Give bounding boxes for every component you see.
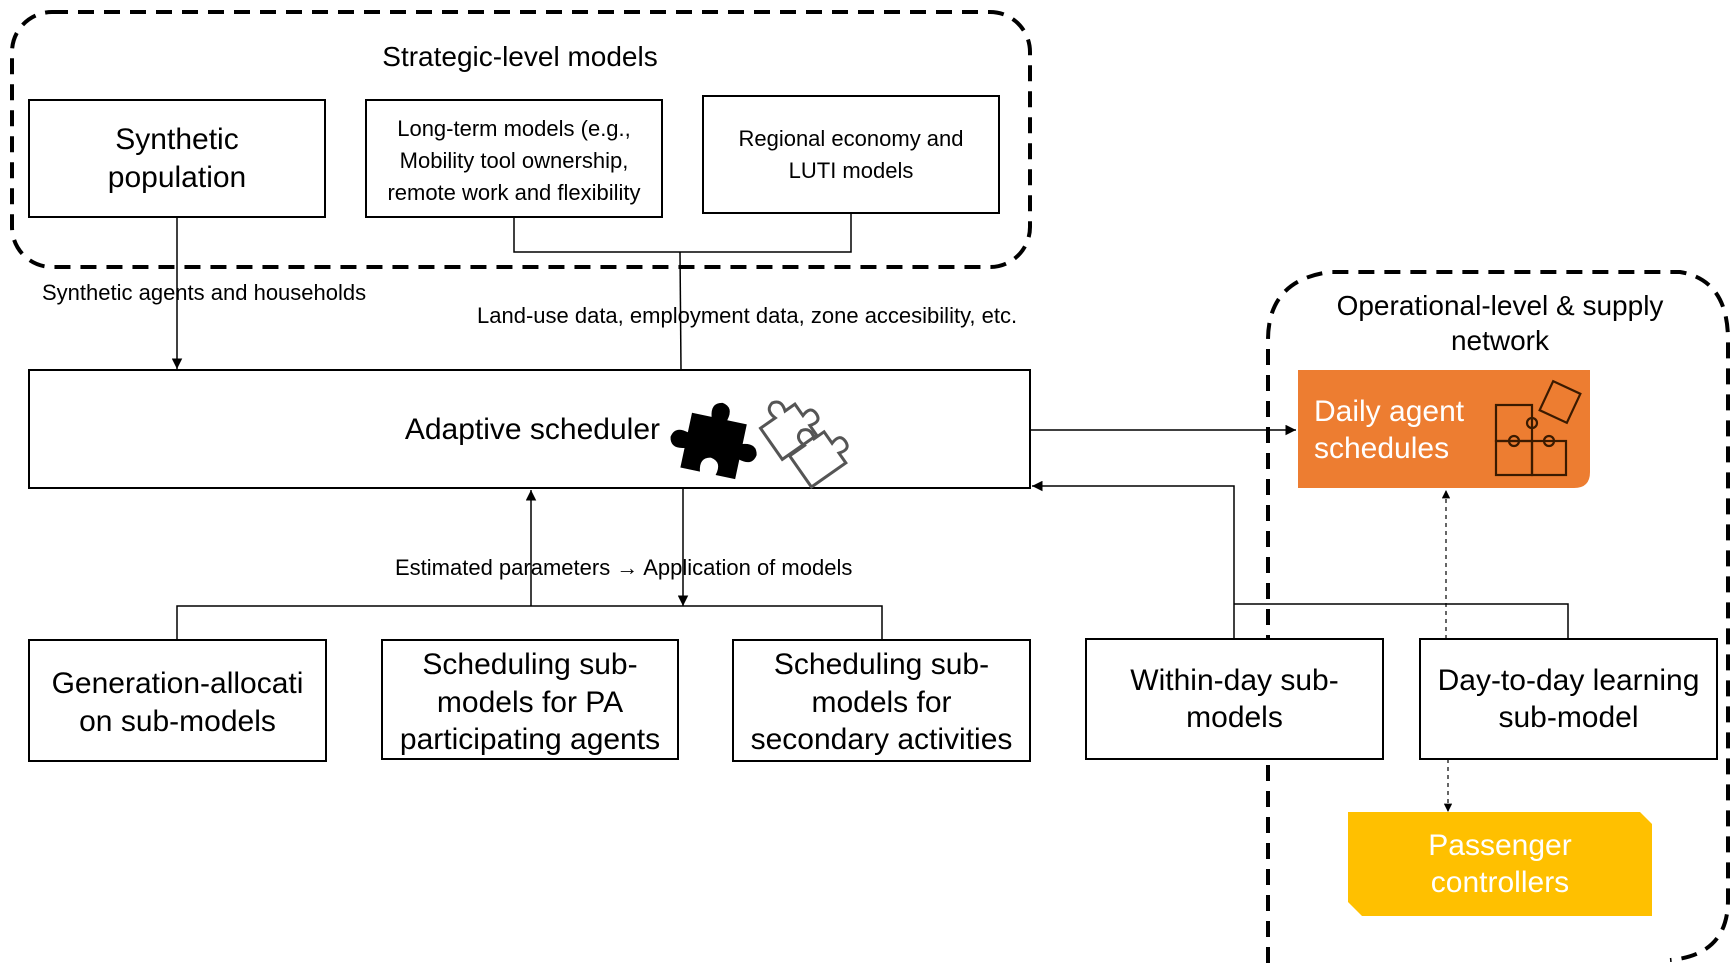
generation-allocation-box	[28, 639, 327, 762]
edge-longterm-regional-join	[513, 213, 852, 253]
within-day-box	[1085, 638, 1384, 760]
generation-allocation-label: Generation-allocation sub-models	[51, 667, 304, 738]
regional-economy-label: Regional economy and LUTI models	[738, 125, 964, 183]
scheduling-pa-box	[381, 639, 679, 760]
edge-withinday-to-scheduler	[1032, 480, 1235, 639]
edge-withinday-daytoday-join	[1234, 603, 1569, 639]
day-to-day-box	[1419, 638, 1718, 760]
synthetic-population-label: Synthetic population	[107, 123, 247, 194]
operational-title-line2: network	[1450, 325, 1550, 356]
passenger-controllers-box	[1348, 812, 1652, 916]
puzzle-assembly-icon	[1494, 379, 1582, 477]
strategic-level-title: Strategic-level models	[382, 40, 658, 72]
within-day-label: Within-day sub-models	[1130, 663, 1339, 735]
synthetic-agents-edge-label: Synthetic agents and households	[42, 280, 367, 305]
land-use-edge-label: Land-use data, employment data, zone acc…	[477, 303, 1018, 328]
scheduling-secondary-label: Scheduling sub-models for secondary acti…	[750, 648, 1013, 757]
daily-agent-schedules-box	[1298, 370, 1590, 488]
operational-title-line1: Operational-level & supply	[1336, 290, 1664, 321]
edge-submodels-join	[176, 605, 883, 640]
long-term-models-label: Long-term models (e.g., Mobility tool ow…	[387, 116, 641, 205]
scheduling-pa-label: Scheduling sub-models for PA participati…	[399, 648, 661, 757]
strategic-level-group	[10, 10, 1032, 269]
operational-level-title: Operational-level & supply network	[1290, 282, 1710, 364]
puzzle-piece-filled-icon	[670, 402, 757, 480]
daily-agent-schedules-label: Daily agent schedules	[1314, 394, 1465, 466]
operational-level-group	[1266, 270, 1730, 963]
puzzle-pieces-outline-icon	[758, 400, 849, 490]
day-to-day-label: Day-to-day learning sub-model	[1437, 663, 1700, 735]
passenger-controllers-label: Passenger controllers	[1428, 828, 1572, 900]
scheduling-secondary-box	[732, 639, 1031, 762]
adaptive-scheduler-label: Adaptive scheduler	[404, 413, 660, 447]
edge-landuse-to-scheduler	[679, 251, 682, 371]
estimated-parameters-edge-label: Estimated parameters → Application of mo…	[395, 555, 853, 580]
adaptive-scheduler-box	[28, 369, 1031, 489]
long-term-models-box	[365, 99, 663, 218]
